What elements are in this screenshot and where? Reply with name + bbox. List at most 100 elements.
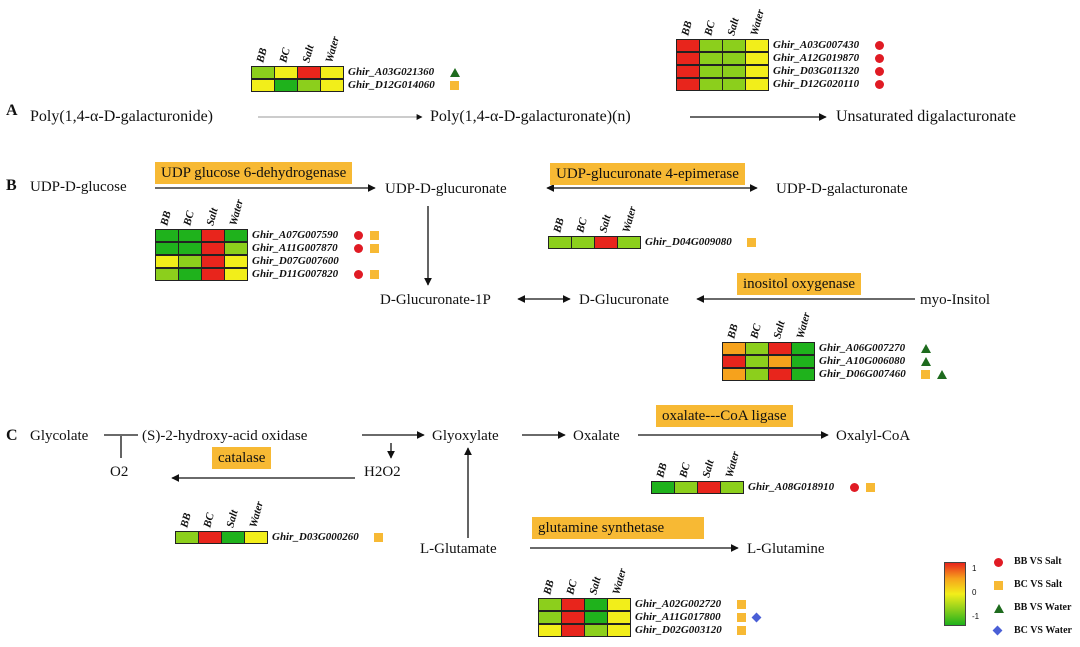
heatmap-cell: [224, 268, 248, 281]
heatmap-cell: [722, 39, 746, 52]
legend-label: BC VS Salt: [1014, 579, 1063, 590]
gene-id-label: Ghir_D07G007600: [252, 255, 339, 267]
square-marker-icon: [737, 600, 746, 609]
heatmap-cell: [198, 531, 222, 544]
section-a-label: A: [6, 102, 18, 119]
gene-id-label: Ghir_D02G003120: [635, 624, 722, 636]
triangle-marker-icon: [937, 370, 947, 379]
gene-id-label: Ghir_D12G014060: [348, 79, 435, 91]
enzyme-udp-glucuronate-epimerase: UDP-glucuronate 4-epimerase: [550, 163, 745, 185]
compound-hydroxy-acid-oxidase: (S)-2-hydroxy-acid oxidase: [142, 428, 308, 444]
enzyme-catalase: catalase: [212, 447, 272, 469]
enzyme-inositol-oxygenase: inositol oxygenase: [737, 273, 862, 295]
heatmap-cell: [244, 531, 268, 544]
enzyme-udp-glucose-dehydrogenase: UDP glucose 6-dehydrogenase: [155, 162, 353, 184]
heatmap-cell: [745, 78, 769, 91]
heatmap-cell: [178, 268, 202, 281]
heatmap-cell: [561, 624, 585, 637]
square-marker-icon: [921, 370, 930, 379]
heatmap-cell: [699, 39, 723, 52]
heatmap-cell: [251, 79, 275, 92]
heatmap-cell: [561, 598, 585, 611]
gene-id-label: Ghir_A11G017800: [635, 611, 721, 623]
heatmap-cell: [224, 242, 248, 255]
heatmap-cell: [676, 78, 700, 91]
gene-id-label: Ghir_A07G007590: [252, 229, 339, 241]
heatmap-cell: [178, 255, 202, 268]
heatmap-cell: [584, 611, 608, 624]
heatmap-cell: [320, 79, 344, 92]
compound-glycolate: Glycolate: [30, 428, 89, 444]
colorbar-tick-0: 0: [972, 588, 977, 597]
gene-id-label: Ghir_A11G007870: [252, 242, 338, 254]
heatmap-cell: [178, 242, 202, 255]
heatmap-cell: [699, 65, 723, 78]
compound-h2o2: H2O2: [364, 464, 401, 480]
heatmap-cell: [297, 66, 321, 79]
heatmap-cell: [722, 342, 746, 355]
heatmap-cell: [201, 268, 225, 281]
heatmap-cell: [699, 52, 723, 65]
triangle-marker-icon: [994, 604, 1004, 613]
heatmap-cell: [571, 236, 595, 249]
triangle-marker-icon: [450, 68, 460, 77]
compound-o2: O2: [110, 464, 129, 480]
gene-id-label: Ghir_D04G009080: [645, 236, 732, 248]
heatmap-cell: [676, 52, 700, 65]
heatmap-cell: [320, 66, 344, 79]
compound-udp-glucose: UDP-D-glucose: [30, 179, 127, 195]
heatmap-cell: [224, 229, 248, 242]
heatmap-cell: [676, 39, 700, 52]
gene-id-label: Ghir_D06G007460: [819, 368, 906, 380]
heatmap-cell: [768, 355, 792, 368]
circle-marker-icon: [354, 231, 363, 240]
square-marker-icon: [737, 626, 746, 635]
heatmap-cell: [745, 368, 769, 381]
triangle-marker-icon: [921, 357, 931, 366]
heatmap-cell: [722, 355, 746, 368]
heatmap-cell: [791, 355, 815, 368]
enzyme-glutamine-synthetase: glutamine synthetase: [532, 517, 705, 539]
heatmap-cell: [274, 79, 298, 92]
heatmap-cell: [722, 78, 746, 91]
heatmap-cell: [155, 229, 179, 242]
gene-id-label: Ghir_D12G020110: [773, 78, 860, 90]
heatmap-cell: [745, 39, 769, 52]
circle-marker-icon: [354, 244, 363, 253]
compound-oxalyl-coa: Oxalyl-CoA: [836, 428, 911, 444]
legend-label: BB VS Salt: [1014, 556, 1062, 567]
heatmap-cell: [722, 65, 746, 78]
compound-poly-galacturonide: Poly(1,4-α-D-galacturonide): [30, 108, 213, 125]
gene-id-label: Ghir_A12G019870: [773, 52, 860, 64]
heatmap-cell: [548, 236, 572, 249]
gene-id-label: Ghir_A06G007270: [819, 342, 906, 354]
circle-marker-icon: [875, 54, 884, 63]
square-marker-icon: [370, 231, 379, 240]
heatmap-cell: [178, 229, 202, 242]
heatmap-cell: [155, 255, 179, 268]
compound-glucuronate: D-Glucuronate: [579, 292, 669, 308]
heatmap-cell: [224, 255, 248, 268]
heatmap-cell: [676, 65, 700, 78]
heatmap-cell: [561, 611, 585, 624]
square-marker-icon: [747, 238, 756, 247]
circle-marker-icon: [875, 80, 884, 89]
heatmap-cell: [201, 242, 225, 255]
circle-marker-icon: [875, 41, 884, 50]
heatmap-cell: [538, 598, 562, 611]
heatmap-cell: [607, 624, 631, 637]
colorbar-tick-1: 1: [972, 564, 977, 573]
gene-id-label: Ghir_D03G000260: [272, 531, 359, 543]
compound-unsat-digalacturonate: Unsaturated digalacturonate: [836, 108, 1016, 125]
gene-id-label: Ghir_A02G002720: [635, 598, 722, 610]
circle-marker-icon: [354, 270, 363, 279]
heatmap-cell: [791, 342, 815, 355]
gene-id-label: Ghir_A08G018910: [748, 481, 835, 493]
heatmap-cell: [175, 531, 199, 544]
enzyme-oxalate-coa-ligase: oxalate---CoA ligase: [656, 405, 793, 427]
square-marker-icon: [994, 581, 1003, 590]
triangle-marker-icon: [921, 344, 931, 353]
legend-entry-bc-vs-salt: BC VS Salt: [994, 579, 1063, 590]
circle-marker-icon: [994, 558, 1003, 567]
